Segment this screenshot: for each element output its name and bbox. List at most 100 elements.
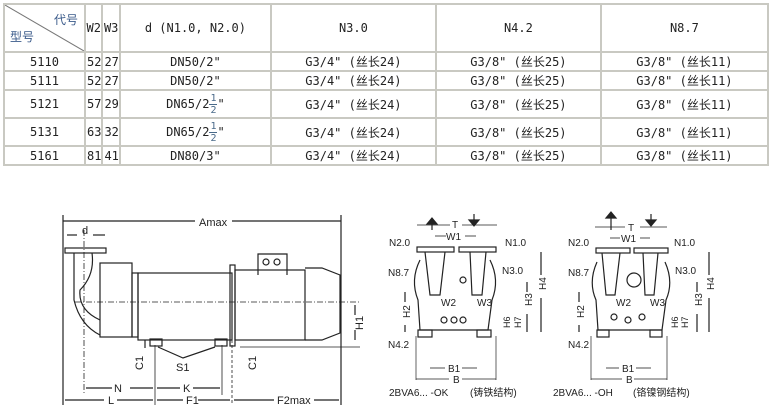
cell-w2: 57 — [83, 89, 104, 119]
d-suffix: " — [217, 124, 225, 139]
label-n20: N2.0 — [568, 238, 590, 249]
cell-d: DN50/2" — [118, 51, 272, 72]
diagonal-line — [5, 5, 84, 51]
label-n20: N2.0 — [389, 238, 411, 249]
cell-w2: 81 — [83, 145, 104, 166]
label-l: L — [108, 395, 114, 407]
label-d: d — [82, 225, 88, 237]
cell-w3: 32 — [101, 117, 121, 147]
label-h1: H1 — [354, 316, 366, 330]
label-h6: H6 — [502, 316, 512, 328]
cell-model: 5111 — [3, 70, 86, 91]
label-h4: H4 — [706, 277, 717, 290]
label-n42: N4.2 — [388, 340, 410, 351]
cell-w2: 52 — [83, 70, 104, 91]
cell-w3: 27 — [101, 70, 121, 91]
table-header-row: 代号 型号 W2 W3 d (N1.0, N2.0) N3.0 N4.2 N8.… — [3, 3, 769, 53]
caption-ok: 2BVA6... -OK — [389, 388, 449, 399]
header-diagonal-cell: 代号 型号 — [3, 3, 86, 53]
cell-model: 5131 — [3, 117, 86, 147]
label-f1: F1 — [186, 395, 199, 407]
header-d: d (N1.0, N2.0) — [118, 3, 272, 53]
cell-model: 5110 — [3, 51, 86, 72]
label-n87: N8.7 — [388, 268, 410, 279]
caption-oh: 2BVA6... -OH — [553, 388, 613, 399]
header-w2: W2 — [83, 3, 104, 53]
cell-n87: G3/8" (丝长11) — [599, 117, 769, 147]
frac-num: 1 — [210, 120, 217, 132]
label-w1: W1 — [621, 234, 636, 245]
cell-n30: G3/4" (丝长24) — [269, 51, 437, 72]
label-n30: N3.0 — [675, 266, 697, 277]
cell-n42: G3/8" (丝长25) — [434, 70, 602, 91]
label-w3: W3 — [650, 298, 665, 309]
cell-model: 5161 — [3, 145, 86, 166]
label-b1: B1 — [448, 364, 461, 375]
frac-den: 2 — [210, 104, 217, 116]
inlet-arrow-icon — [644, 214, 658, 227]
label-k: K — [183, 383, 191, 395]
label-s1: S1 — [176, 362, 189, 374]
label-w1: W1 — [446, 232, 461, 243]
cell-n42: G3/8" (丝长25) — [434, 117, 602, 147]
cell-w2: 63 — [83, 117, 104, 147]
label-w2: W2 — [616, 298, 631, 309]
technical-drawing: Amax d H1 C1 C1 S1 N K L F1 F2 — [62, 211, 717, 407]
label-n10: N1.0 — [505, 238, 527, 249]
table-row: 5161 81 41 DN80/3" G3/4" (丝长24) G3/8" (丝… — [3, 145, 769, 166]
material-oh: (铬镍钢结构) — [633, 386, 690, 399]
table-row: 5110 52 27 DN50/2" G3/4" (丝长24) G3/8" (丝… — [3, 51, 769, 72]
label-n10: N1.0 — [674, 238, 696, 249]
label-n42: N4.2 — [568, 340, 590, 351]
end-view-ok: T W1 N2.0 N1.0 N8.7 N3.0 W2 W3 H2 H3 H4 … — [388, 214, 549, 399]
inlet-arrow-icon — [467, 214, 481, 227]
cell-d: DN80/3" — [118, 145, 272, 166]
header-n87: N8.7 — [599, 3, 769, 53]
cell-d: DN50/2" — [118, 70, 272, 91]
label-h2: H2 — [402, 305, 413, 318]
cell-n42: G3/8" (丝长25) — [434, 51, 602, 72]
cell-n42: G3/8" (丝长25) — [434, 89, 602, 119]
label-h3: H3 — [694, 293, 705, 306]
cell-n30: G3/4" (丝长24) — [269, 89, 437, 119]
header-w3: W3 — [101, 3, 121, 53]
cell-n42: G3/8" (丝长25) — [434, 145, 602, 166]
label-w3: W3 — [477, 298, 492, 309]
d-suffix: " — [217, 96, 225, 111]
label-b: B — [626, 375, 633, 386]
spec-table: 代号 型号 W2 W3 d (N1.0, N2.0) N3.0 N4.2 N8.… — [3, 3, 769, 166]
d-main: DN65/2 — [166, 96, 210, 111]
label-amax: Amax — [199, 217, 228, 229]
cell-w2: 52 — [83, 51, 104, 72]
label-t: T — [452, 220, 458, 231]
label-h3: H3 — [524, 293, 535, 306]
label-c1-left: C1 — [134, 356, 146, 370]
label-w2: W2 — [441, 298, 456, 309]
header-code: 代号 — [53, 13, 78, 27]
end-view-oh: T W1 N2.0 N1.0 N8.7 N3.0 W2 W3 H2 H3 H4 … — [553, 211, 717, 399]
label-n: N — [114, 383, 122, 395]
material-ok: (铸铁结构) — [470, 386, 517, 399]
label-h7: H7 — [513, 316, 523, 328]
table-row: 5111 52 27 DN50/2" G3/4" (丝长24) G3/8" (丝… — [3, 70, 769, 91]
label-h7: H7 — [680, 316, 690, 328]
label-h2: H2 — [576, 305, 587, 318]
header-model: 型号 — [10, 30, 35, 44]
outlet-arrow-icon — [604, 211, 618, 219]
label-n30: N3.0 — [502, 266, 524, 277]
outlet-arrow-icon — [425, 217, 439, 225]
cell-w3: 27 — [101, 51, 121, 72]
cell-n87: G3/8" (丝长11) — [599, 51, 769, 72]
label-t: T — [628, 223, 634, 234]
label-b: B — [453, 375, 460, 386]
frac-num: 1 — [210, 92, 217, 104]
cell-w3: 29 — [101, 89, 121, 119]
rotor-icon — [626, 272, 642, 288]
label-f2max: F2max — [277, 395, 311, 407]
cell-n87: G3/8" (丝长11) — [599, 70, 769, 91]
cell-n87: G3/8" (丝长11) — [599, 145, 769, 166]
